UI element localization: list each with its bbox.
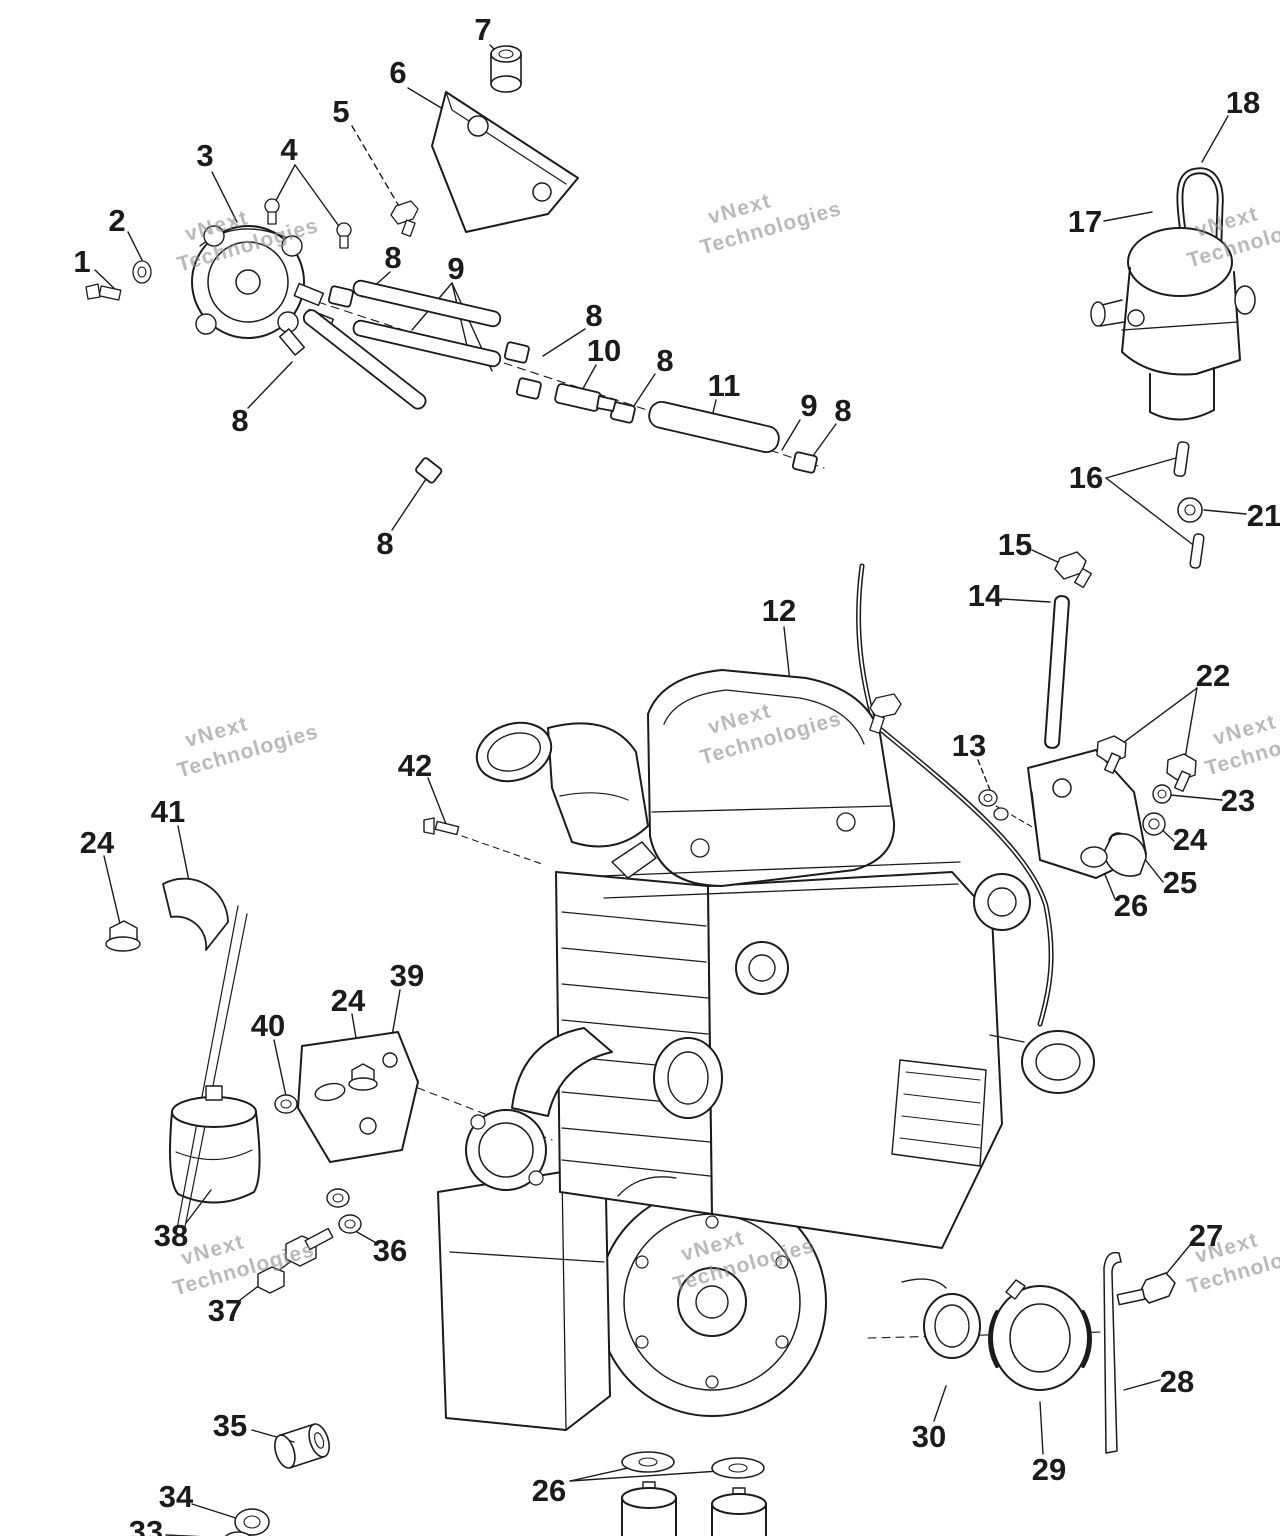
fuel-inlet-tubes [1173, 441, 1205, 569]
bracket-washers [1142, 784, 1172, 836]
bushing-41 [162, 877, 229, 951]
flywheel-cover [597, 1187, 827, 1417]
mount-washers [621, 1451, 765, 1479]
engine-bracket-right [978, 735, 1197, 879]
oil-tank [437, 1171, 611, 1431]
flange-nut-24b [348, 1063, 378, 1091]
fuel-filter-tube [648, 400, 780, 454]
bracket-spacer [490, 45, 522, 93]
spacer-35 [274, 1423, 330, 1469]
rubber-mount-25 [1103, 833, 1147, 877]
mount-bracket-39 [297, 1031, 419, 1163]
flange-bolt-15 [1054, 551, 1093, 589]
washer-40 [274, 1094, 298, 1114]
flange-nut-24 [105, 920, 141, 952]
bolt-27 [1116, 1272, 1176, 1306]
mount-washer-26 [1080, 846, 1108, 868]
rubber-mount-b [711, 1487, 767, 1536]
valve-cover [647, 669, 902, 887]
fuel-pump [85, 198, 352, 356]
engine-assembly [437, 669, 1095, 1431]
hose-clamps [327, 285, 818, 484]
bottom-mounts [224, 1423, 767, 1536]
inline-fitting [554, 383, 617, 412]
pivot-bolt-42 [423, 817, 460, 836]
mount-washers-36 [326, 1188, 362, 1234]
vent-tube [1044, 595, 1070, 749]
bracket-bolt [390, 200, 419, 237]
bracket-bolts-22 [1096, 735, 1197, 792]
pump-bracket [390, 45, 579, 237]
engine-mount-left [105, 877, 419, 1294]
fuel-lines [302, 279, 818, 484]
carb-boot [988, 1279, 1092, 1391]
washers-13 [978, 789, 1009, 821]
washer-33 [224, 1531, 252, 1536]
intake-duct [475, 721, 649, 848]
carburetor [1090, 167, 1256, 569]
pump-bolt-and-washer [85, 260, 152, 301]
pump-screws [264, 198, 352, 249]
cover-bolt [869, 693, 902, 734]
rubber-mount-a [621, 1481, 677, 1536]
washer-34 [234, 1508, 270, 1536]
exhaust-flange [465, 1027, 613, 1191]
rubber-mount-38 [169, 1085, 261, 1204]
mount-bolts-37 [257, 1227, 334, 1294]
dipstick-28 [1103, 1251, 1122, 1454]
